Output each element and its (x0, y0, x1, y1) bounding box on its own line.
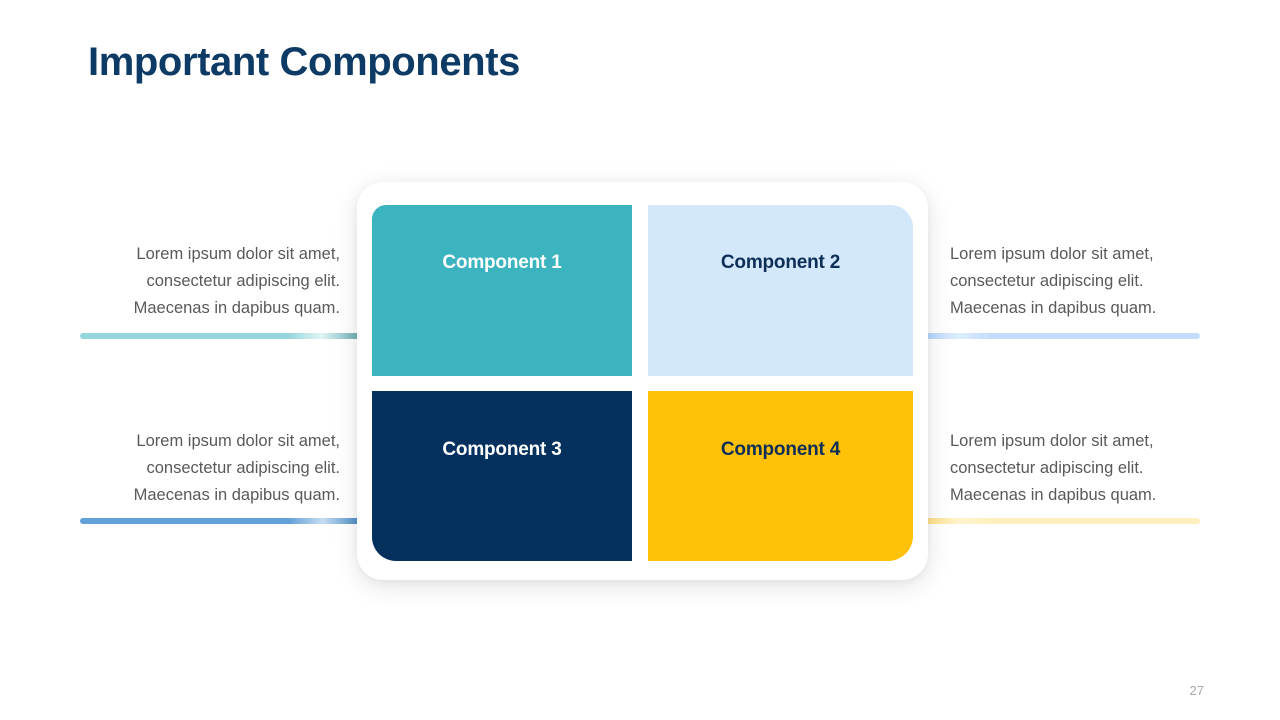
component-cell-2[interactable]: Component 2 (648, 205, 913, 376)
component-label-3: Component 3 (442, 439, 562, 460)
page-number: 27 (1189, 683, 1204, 698)
component-cell-1[interactable]: Component 1 (372, 205, 632, 376)
description-component-3: Lorem ipsum dolor sit amet, consectetur … (133, 432, 340, 504)
connector-line-component-2 (864, 333, 1200, 339)
connector-line-component-1 (80, 333, 415, 339)
description-component-4: Lorem ipsum dolor sit amet, consectetur … (950, 432, 1157, 504)
description-component-2: Lorem ipsum dolor sit amet, consectetur … (950, 245, 1157, 317)
components-matrix-card: Component 1 Component 2 Component 3 Comp… (357, 182, 928, 580)
page-title: Important Components (88, 40, 520, 84)
connector-line-component-4 (867, 518, 1200, 524)
component-label-2: Component 2 (720, 252, 841, 273)
component-cell-3[interactable]: Component 3 (372, 391, 632, 561)
component-cell-4[interactable]: Component 4 (648, 391, 913, 561)
component-label-1: Component 1 (442, 252, 562, 273)
description-component-1: Lorem ipsum dolor sit amet, consectetur … (133, 245, 340, 317)
components-grid: Component 1 Component 2 Component 3 Comp… (372, 205, 913, 561)
connector-line-component-3 (80, 518, 417, 524)
component-label-4: Component 4 (720, 439, 841, 460)
